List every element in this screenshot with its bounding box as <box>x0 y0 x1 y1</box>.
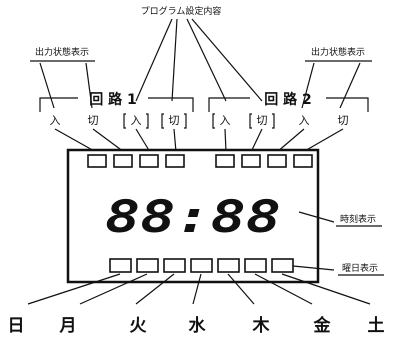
pointer-line <box>135 18 173 102</box>
weekday-indicator-thu <box>217 258 240 273</box>
circuit-2-output-on-label: 入 <box>299 114 310 127</box>
circuit-2-bracket-right <box>326 97 369 112</box>
pointer-line <box>298 211 335 223</box>
pointer-line <box>227 273 255 305</box>
pointer-line <box>85 62 93 109</box>
weekday-indicator-sun <box>109 258 132 273</box>
weekday-indicator-sat <box>271 258 294 273</box>
bracket <box>272 113 275 129</box>
pointer-line <box>276 128 305 153</box>
weekday-label-thu: 木 <box>252 315 271 336</box>
pointer-line <box>79 273 148 305</box>
bracket <box>184 113 187 129</box>
circuit-1-label: 回 路 1 <box>89 91 137 108</box>
circuit-1-output-off-label: 切 <box>88 114 99 127</box>
weekday-indicator-fri <box>244 258 267 273</box>
pointer-line <box>27 273 121 305</box>
circuit-1-output-on-indicator <box>87 154 107 168</box>
pointer-line <box>135 128 151 153</box>
pointer-line <box>39 62 55 109</box>
pointer-line <box>192 273 202 305</box>
circuit-2-label: 回 路 2 <box>264 91 312 108</box>
weekday-label-tue: 火 <box>130 316 148 336</box>
circuit-1-bracket-left <box>39 97 78 112</box>
pointer-line <box>302 128 344 153</box>
pointer-line <box>339 62 361 109</box>
pointer-line <box>292 265 335 271</box>
weekday-label-sun: 日 <box>8 316 25 336</box>
circuit-1-output-off-indicator <box>113 154 133 168</box>
weekday-label-mon: 月 <box>59 316 77 336</box>
circuit-1-output-on-label: 入 <box>50 114 61 127</box>
circuit-2-output-on-indicator <box>267 154 287 168</box>
weekday-display-label: 曜日表示 <box>342 262 378 274</box>
weekday-indicator-wed <box>190 258 213 273</box>
pointer-line <box>191 18 263 102</box>
pointer-line <box>171 18 178 102</box>
output-status-right-label: 出力状態表示 <box>311 46 365 58</box>
circuit-1-prog-on-label: 入 <box>131 114 142 127</box>
pointer-line <box>254 273 313 305</box>
weekday-label-sat: 土 <box>368 315 385 336</box>
circuit-1-bracket-right <box>148 97 194 112</box>
weekday-indicator-mon <box>136 258 159 273</box>
pointer-line <box>92 128 125 153</box>
circuit-2-prog-on-indicator <box>215 154 235 168</box>
weekday-label-fri: 金 <box>313 315 332 336</box>
circuit-1-prog-off-indicator <box>165 154 185 168</box>
circuit-1-prog-off-label: 切 <box>169 114 180 127</box>
bracket <box>123 113 126 129</box>
pointer-line <box>135 273 175 305</box>
weekday-indicator-tue <box>163 258 186 273</box>
circuit-2-prog-off-indicator <box>241 154 261 168</box>
time-digits: 88:88 <box>105 192 281 243</box>
output-status-left-label: 出力状態表示 <box>35 46 89 58</box>
circuit-1-prog-on-indicator <box>139 154 159 168</box>
bracket <box>146 113 149 129</box>
circuit-2-output-off-label: 切 <box>338 114 349 127</box>
program-settings-label: プログラム設定内容 <box>141 5 222 17</box>
pointer-line <box>186 18 227 102</box>
pointer-line <box>173 128 177 153</box>
bracket <box>249 113 252 129</box>
pointer-line <box>54 128 97 153</box>
pointer-line <box>250 128 263 153</box>
circuit-2-prog-on-label: 入 <box>220 114 231 127</box>
time-display-label: 時刻表示 <box>340 213 376 225</box>
pointer-line <box>301 62 315 109</box>
weekday-label-wed: 水 <box>189 315 207 336</box>
pointer-line <box>281 273 371 305</box>
circuit-2-prog-off-label: 切 <box>257 114 268 127</box>
circuit-2-output-off-indicator <box>293 154 313 168</box>
bracket <box>161 113 164 129</box>
circuit-2-bracket-left <box>208 97 250 112</box>
pointer-line <box>224 128 227 153</box>
bracket <box>212 113 215 129</box>
